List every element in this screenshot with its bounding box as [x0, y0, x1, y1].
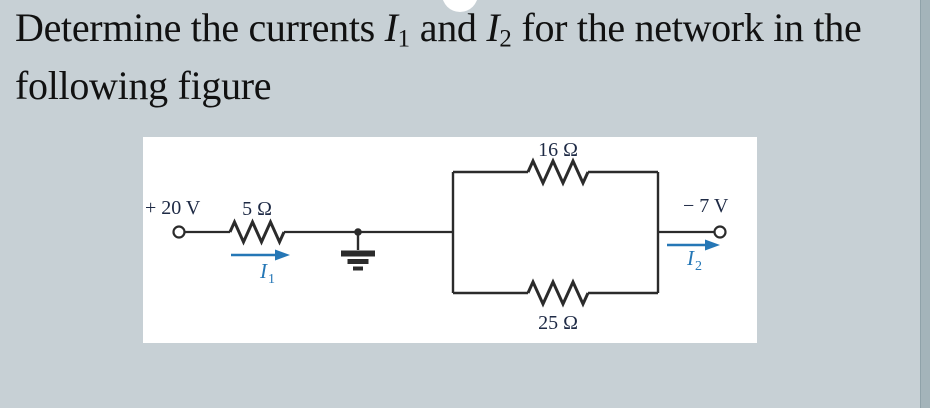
question-text: Determine the currents I1 and I2 for the… [15, 4, 905, 109]
current2-label: I2 [686, 246, 702, 274]
series-resistor-icon [228, 218, 286, 246]
circuit-figure: + 20 V 5 Ω 16 Ω 25 Ω − 7 V I1 I2 [143, 137, 757, 343]
bottom-resistor-icon [526, 278, 590, 308]
current2-symbol: I [686, 246, 695, 270]
current1-symbol-title: I [384, 5, 398, 50]
right-terminal-icon [713, 225, 727, 239]
current2-subscript-title: 2 [499, 25, 512, 53]
current2-arrow-icon [667, 239, 720, 251]
current2-symbol-title: I [486, 5, 500, 50]
left-terminal-icon [172, 225, 186, 239]
question-mid: and [410, 5, 487, 50]
left-source-label: + 20 V [145, 197, 201, 219]
parallel-network-box [451, 157, 660, 308]
ground-icon [341, 228, 375, 271]
top-notch-decoration [442, 0, 478, 12]
current1-symbol: I [259, 259, 268, 283]
right-source-label: − 7 V [683, 195, 729, 217]
current1-arrow-icon [231, 249, 290, 261]
question-line2: following figure [15, 63, 272, 109]
current1-subscript: 1 [268, 272, 275, 287]
window-edge-strip [920, 0, 930, 408]
question-line1-post: for the network in the [511, 5, 862, 50]
ground-node-dot [354, 228, 362, 236]
current1-label: I1 [259, 259, 275, 287]
bottom-resistor-label: 25 Ω [538, 312, 578, 334]
question-line1-pre: Determine the currents [15, 5, 385, 50]
top-resistor-icon [526, 157, 590, 187]
series-resistor-label: 5 Ω [242, 198, 272, 220]
current1-subscript-title: 1 [397, 25, 411, 53]
top-resistor-label: 16 Ω [538, 139, 578, 161]
circuit-schematic: + 20 V 5 Ω 16 Ω 25 Ω − 7 V I1 I2 [145, 139, 729, 334]
current2-subscript: 2 [695, 259, 702, 274]
